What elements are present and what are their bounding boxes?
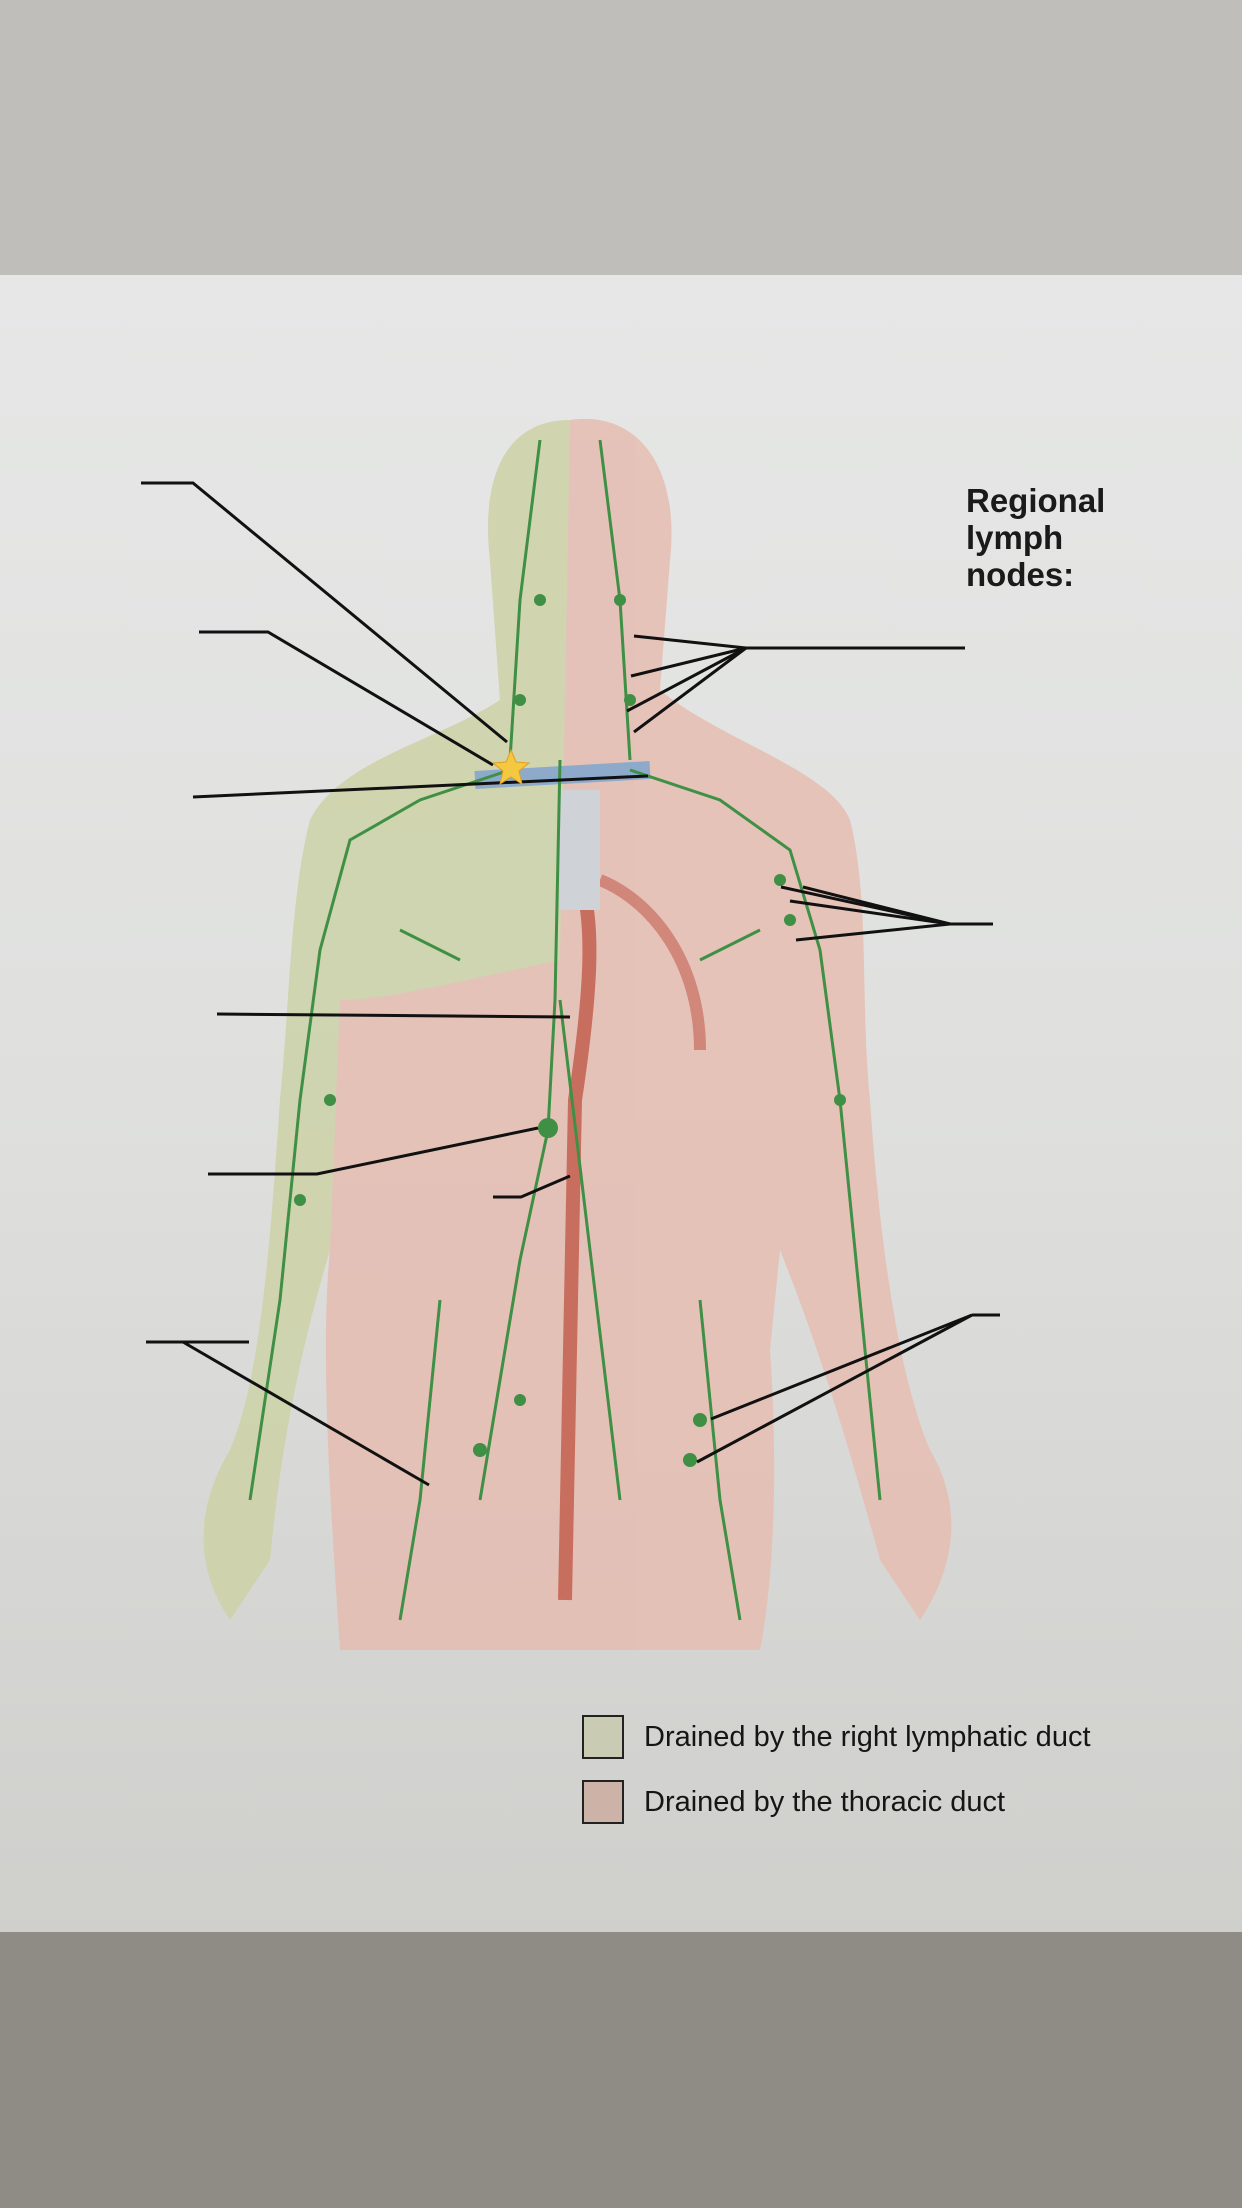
heading-line: nodes: — [966, 556, 1075, 593]
legend-label: Drained by the right lymphatic duct — [644, 1720, 1091, 1753]
lymph-nodes — [294, 594, 846, 1467]
label-leader-lines — [141, 481, 1000, 1487]
legend-swatch-green — [582, 1715, 624, 1759]
heading-line: lymph — [966, 519, 1064, 556]
legend-item-right-lymphatic-duct: Drained by the right lymphatic duct — [582, 1715, 1091, 1759]
legend-swatch-pink — [582, 1780, 624, 1824]
legend-item-thoracic-duct: Drained by the thoracic duct — [582, 1780, 1005, 1824]
background-top — [0, 0, 1242, 275]
regional-lymph-nodes-heading: Regional lymph nodes: — [966, 482, 1105, 593]
background-bottom — [0, 1932, 1242, 2208]
legend-label: Drained by the thoracic duct — [644, 1785, 1006, 1818]
star-icon — [491, 748, 531, 786]
heading-line: Regional — [966, 482, 1106, 519]
